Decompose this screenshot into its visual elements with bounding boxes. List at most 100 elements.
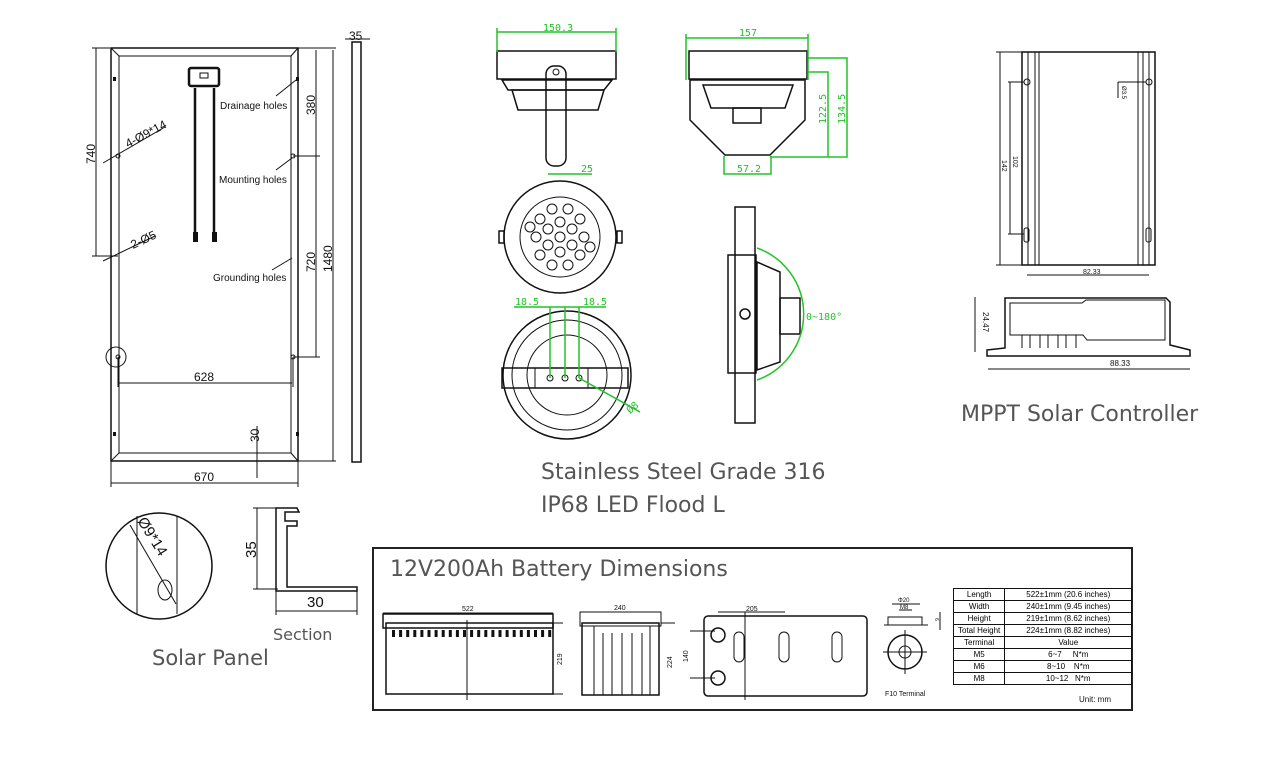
dim-1480: 1480	[321, 245, 335, 272]
battery-rib	[491, 630, 495, 637]
led-circle	[554, 231, 566, 243]
dim-628: 628	[194, 370, 214, 384]
dim-122-5: 122.5	[818, 94, 829, 124]
led-circle	[542, 239, 554, 251]
dim-section-35: 35	[243, 541, 260, 558]
controller-profile	[986, 297, 1191, 357]
dim-24-47: 24.47	[981, 312, 990, 333]
battery-title: 12V200Ah Battery Dimensions	[390, 557, 728, 582]
torque-name: M5	[952, 648, 1006, 661]
dim-740: 740	[84, 144, 98, 164]
dim-205: 205	[746, 606, 758, 613]
dim-section-30: 30	[307, 594, 324, 611]
torque-value: 8~10 N*m	[1004, 660, 1133, 673]
label-mounting-holes: Mounting holes	[219, 175, 287, 186]
battery-panel	[372, 547, 1133, 711]
dim-88-33: 88.33	[1110, 359, 1131, 368]
dim-380: 380	[304, 95, 318, 115]
dim-hole-dia: Ø8	[624, 399, 641, 416]
dim-term-depth: 6	[933, 618, 939, 621]
torque-name: M6	[952, 660, 1006, 673]
battery-rib	[477, 630, 481, 637]
battery-rib	[484, 630, 488, 637]
spec-name: Length	[952, 588, 1006, 601]
flood-light-title-2: IP68 LED Flood L	[541, 493, 725, 518]
dim-ground: 2-Ø5	[128, 228, 158, 252]
battery-rib	[512, 630, 516, 637]
led-circle	[554, 246, 566, 258]
controller-title: MPPT Solar Controller	[961, 402, 1199, 427]
label-drainage-holes: Drainage holes	[220, 101, 288, 112]
led-circle	[566, 239, 578, 251]
torque-value: 10~12 N*m	[1004, 672, 1133, 685]
led-circle	[534, 249, 546, 261]
solar-panel-title: Solar Panel	[152, 646, 269, 670]
dim-35: 35	[349, 29, 363, 43]
battery-rib	[548, 630, 552, 637]
led-circle	[562, 203, 574, 215]
torque-value: 6~7 N*m	[1004, 648, 1133, 661]
section-title: Section	[273, 625, 333, 644]
flood-light-title-1: Stainless Steel Grade 316	[541, 460, 826, 485]
torque-header-value: Value	[1004, 636, 1133, 649]
led-circle	[578, 231, 590, 243]
dim-142: 142	[1000, 160, 1007, 172]
dim-term-dia: Φ20	[898, 598, 910, 604]
battery-rib	[434, 630, 438, 637]
battery-rib	[441, 630, 445, 637]
dim-term-thread: M8	[900, 605, 909, 611]
frame-section-profile	[275, 507, 358, 592]
led-circle	[524, 221, 536, 233]
battery-rib	[392, 630, 395, 637]
flood-light-drawing: 150.3 157 25 57.2 122.5 134.5 18.5 18.5 …	[496, 23, 848, 440]
mppt-controller-drawing: 142 102 Ø3.5 82.33 24.47 88.33	[974, 51, 1191, 370]
led-array	[524, 203, 596, 271]
dim-57-2: 57.2	[737, 164, 761, 175]
dim-detail-slot: Ø9*14	[134, 514, 171, 559]
junction-box	[187, 66, 221, 88]
dim-30: 30	[248, 428, 262, 442]
label-grounding-holes: Grounding holes	[213, 273, 287, 284]
battery-rib	[519, 630, 523, 637]
led-circle	[546, 203, 558, 215]
spec-name: Total Height	[952, 624, 1006, 637]
spec-value: 219±1mm (8.62 inches)	[1004, 612, 1133, 625]
led-circle	[566, 223, 578, 235]
dim-140: 140	[683, 650, 690, 662]
battery-drawing: 522 219 240 224 140 205 Φ20 M8 6 F10 Ter…	[382, 598, 941, 700]
dim-157: 157	[739, 28, 757, 39]
battery-rib	[463, 630, 466, 637]
dim-522: 522	[462, 606, 474, 613]
dim-hole-3-5: Ø3.5	[1120, 86, 1126, 100]
battery-rib	[534, 630, 537, 637]
led-circle	[574, 213, 586, 225]
dim-102: 102	[1011, 156, 1018, 168]
battery-rib	[455, 630, 459, 637]
battery-rib	[498, 630, 502, 637]
led-circle	[554, 216, 566, 228]
battery-rib	[448, 630, 452, 637]
torque-name: M8	[952, 672, 1006, 685]
battery-rib	[420, 630, 424, 637]
battery-rib	[406, 630, 410, 637]
led-circle	[530, 231, 542, 243]
battery-rib	[427, 630, 431, 637]
dim-18-5-right: 18.5	[583, 297, 607, 308]
battery-rib	[470, 630, 474, 637]
unit-label: Unit: mm	[1079, 695, 1111, 704]
solar-panel-back-view: 740 380 720 1480 628 670 30 35 4-Ø9*14 2…	[84, 29, 370, 620]
dim-720: 720	[304, 252, 318, 272]
battery-rib	[505, 630, 509, 637]
led-circle	[546, 259, 558, 271]
spec-name: Height	[952, 612, 1006, 625]
battery-rib	[526, 630, 530, 637]
led-circle	[542, 223, 554, 235]
spec-name: Width	[952, 600, 1006, 613]
